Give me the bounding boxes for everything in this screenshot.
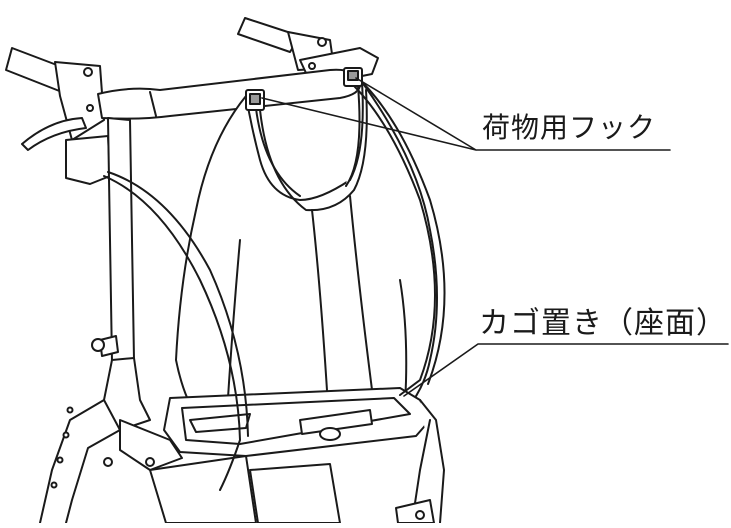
basket-seat xyxy=(163,387,431,457)
lower-basket xyxy=(149,455,257,524)
left-frame xyxy=(39,117,183,524)
luggage-hook-label: 荷物用フック xyxy=(482,111,657,144)
top-crossbar xyxy=(97,68,362,120)
luggage-hook-icon xyxy=(245,67,363,111)
leader-lines xyxy=(261,77,729,397)
basket-seat-label: カゴ置き（座面） xyxy=(479,306,727,341)
brake-lever xyxy=(21,117,87,151)
right-frame xyxy=(395,399,445,524)
shopping-bag xyxy=(175,81,438,449)
brake-housing xyxy=(65,135,111,185)
basket-leader-line xyxy=(403,343,729,397)
hook-leader-line xyxy=(261,77,671,151)
bag-straps xyxy=(103,77,446,491)
